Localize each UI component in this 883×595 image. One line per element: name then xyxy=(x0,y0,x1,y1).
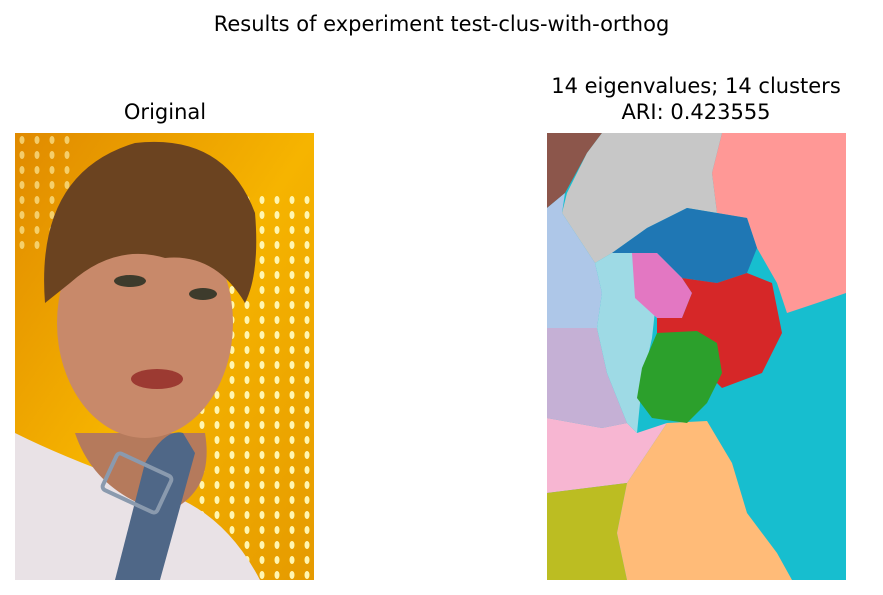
original-panel-title: Original xyxy=(123,100,207,124)
segment-red xyxy=(657,273,782,388)
face xyxy=(57,208,233,438)
left-eye xyxy=(114,275,146,287)
segment-gray xyxy=(562,133,722,263)
segment-green xyxy=(637,331,722,423)
segment-olive xyxy=(547,483,627,580)
segmentation-drawing xyxy=(547,133,846,580)
segmentation-title-line2: ARI: 0.423555 xyxy=(621,100,771,124)
segment-brown xyxy=(547,133,602,208)
segment-light-blue xyxy=(547,193,602,328)
original-photo xyxy=(15,133,314,580)
segmentation-panel-title: 14 eigenvalues; 14 clusters ARI: 0.42355… xyxy=(496,73,883,125)
segment-salmon xyxy=(712,133,846,313)
buckle xyxy=(100,451,174,515)
segment-orange xyxy=(617,421,792,580)
hair xyxy=(44,141,257,303)
original-photo-drawing xyxy=(15,133,314,580)
lips xyxy=(131,369,183,389)
segment-pink xyxy=(632,253,692,318)
segment-lavender xyxy=(547,328,627,428)
segmentation-title-line1: 14 eigenvalues; 14 clusters xyxy=(551,74,841,98)
figure-title: Results of experiment test-clus-with-ort… xyxy=(213,12,670,36)
segmentation-map xyxy=(547,133,846,580)
denim-strap xyxy=(115,432,195,580)
segment-blue xyxy=(612,208,757,283)
right-eye xyxy=(189,288,217,300)
segment-light-pink xyxy=(547,418,667,493)
